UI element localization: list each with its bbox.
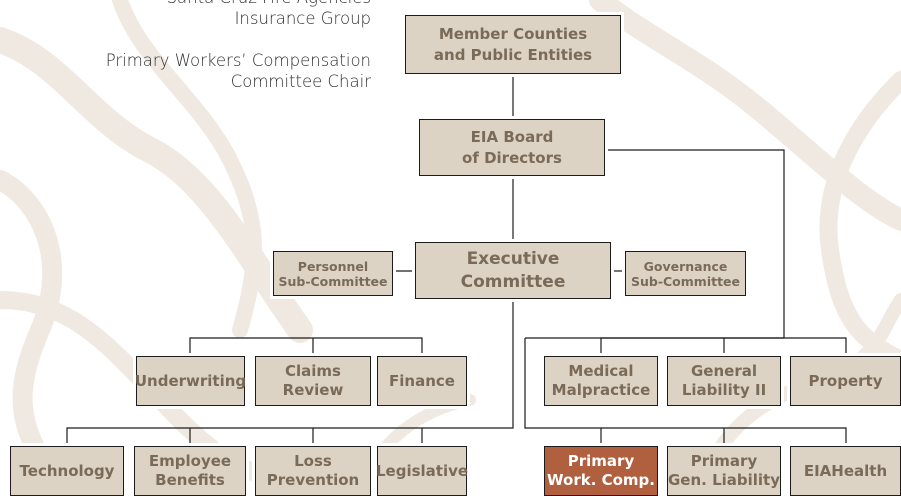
box-line: Member Counties: [438, 24, 588, 43]
caption-line: Insurance Group: [234, 9, 371, 28]
eia-board-box: EIA Board of Directors: [419, 119, 605, 176]
box-line: Malpractice: [551, 381, 651, 399]
box-line: Gen. Liability: [667, 471, 781, 489]
box-line: EIAHealth: [803, 461, 888, 480]
executive-committee-box: Executive Committee: [415, 242, 611, 299]
box-line: Work. Comp.: [547, 471, 655, 489]
box-line: Committee: [460, 271, 566, 292]
box-line: Governance: [643, 258, 728, 274]
box-line: Liability II: [681, 381, 767, 399]
box-line: Finance: [389, 371, 455, 390]
box-line: Legislative: [375, 461, 469, 480]
box-line: Review: [282, 381, 344, 399]
underwriting-box: Underwriting: [134, 356, 247, 406]
claims-review-box: Claims Review: [255, 356, 371, 406]
box-line: and Public Entities: [433, 45, 593, 64]
role-caption: Primary Workers’ Compensation Committee …: [106, 50, 371, 92]
medical-malpractice-box: Medical Malpractice: [544, 356, 658, 406]
box-line: Primary: [690, 452, 758, 470]
box-line: Prevention: [266, 471, 360, 489]
personnel-subcommittee-box: Personnel Sub-Committee: [273, 251, 393, 296]
employee-benefits-box: Employee Benefits: [134, 446, 246, 496]
box-line: Property: [808, 371, 883, 390]
box-line: Benefits: [155, 471, 225, 489]
side-caption: Santa Cruz Fire Agencies Insurance Group: [167, 0, 371, 29]
member-counties-box: Member Counties and Public Entities: [405, 15, 621, 74]
box-line: General: [691, 362, 757, 380]
box-line: Medical: [568, 362, 634, 380]
property-box: Property: [790, 356, 901, 406]
primary-work-comp-box: Primary Work. Comp.: [544, 446, 658, 496]
caption-line: Primary Workers’ Compensation: [105, 51, 371, 70]
finance-box: Finance: [377, 356, 467, 406]
box-line: Underwriting: [134, 371, 247, 390]
caption-line: Santa Cruz Fire Agencies: [167, 0, 371, 8]
loss-prevention-box: Loss Prevention: [255, 446, 371, 496]
box-line: Sub-Committee: [630, 273, 741, 289]
eiahealth-box: EIAHealth: [790, 446, 901, 496]
general-liability-box: General Liability II: [667, 356, 781, 406]
box-line: Primary: [567, 452, 635, 470]
box-line: of Directors: [462, 148, 562, 167]
box-line: Claims: [285, 362, 341, 380]
governance-subcommittee-box: Governance Sub-Committee: [625, 251, 746, 296]
box-line: Employee: [148, 452, 232, 470]
technology-box: Technology: [10, 446, 124, 496]
box-line: EIA Board: [470, 127, 554, 146]
legislative-box: Legislative: [375, 446, 469, 496]
box-line: Sub-Committee: [278, 273, 388, 289]
caption-line: Committee Chair: [230, 72, 371, 91]
box-line: Loss: [294, 452, 332, 470]
box-line: Executive: [466, 248, 560, 269]
box-line: Personnel: [297, 258, 369, 274]
box-line: Technology: [19, 461, 115, 480]
